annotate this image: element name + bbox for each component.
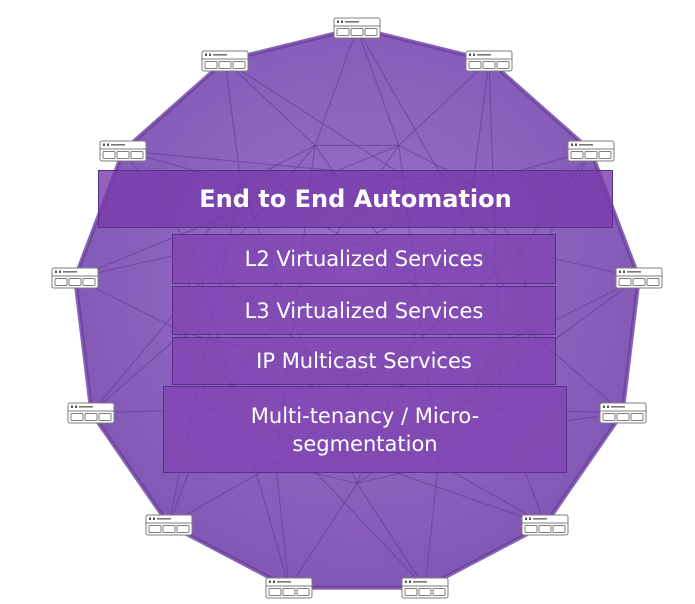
network-switch-icon [567, 140, 615, 162]
network-switch-icon [599, 402, 647, 424]
network-switch-icon [201, 50, 249, 72]
network-switch-icon [465, 50, 513, 72]
network-switch-icon [265, 577, 313, 599]
band-multi-tenancy: Multi-tenancy / Micro-segmentation [163, 386, 567, 473]
mesh-line [91, 332, 184, 414]
mesh-line [398, 60, 490, 146]
mesh-line [288, 483, 358, 589]
mesh-line [275, 463, 290, 588]
band-l2-virtualized-services: L2 Virtualized Services [172, 234, 556, 284]
network-switch-icon [333, 17, 381, 39]
band-ip-multicast-services: IP Multicast Services [172, 337, 556, 385]
mesh-line [356, 27, 400, 146]
network-switch-icon [521, 514, 569, 536]
band-end-to-end-automation: End to End Automation [98, 170, 613, 228]
mesh-line [472, 60, 490, 184]
mesh-line [224, 60, 316, 146]
mesh-line [224, 60, 242, 184]
network-switch-icon [99, 140, 147, 162]
network-switch-icon [67, 402, 115, 424]
mesh-line [356, 483, 426, 589]
band-l3-virtualized-services: L3 Virtualized Services [172, 286, 556, 335]
network-switch-icon [145, 514, 193, 536]
network-switch-icon [51, 267, 99, 289]
mesh-line [424, 463, 439, 588]
network-switch-icon [615, 267, 663, 289]
network-switch-icon [401, 577, 449, 599]
mesh-line [314, 27, 358, 146]
